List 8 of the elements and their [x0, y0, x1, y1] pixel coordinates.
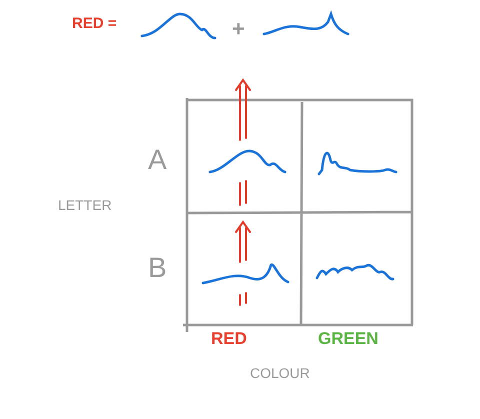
column-label: GREEN [318, 330, 378, 347]
column-label: RED [211, 330, 247, 347]
plus-sign: + [232, 18, 245, 40]
axis-title: LETTER [58, 198, 112, 212]
equation-label: RED = [72, 16, 117, 31]
row-label: A [148, 146, 167, 174]
row-label: B [148, 254, 167, 282]
axis-title: COLOUR [250, 366, 310, 380]
